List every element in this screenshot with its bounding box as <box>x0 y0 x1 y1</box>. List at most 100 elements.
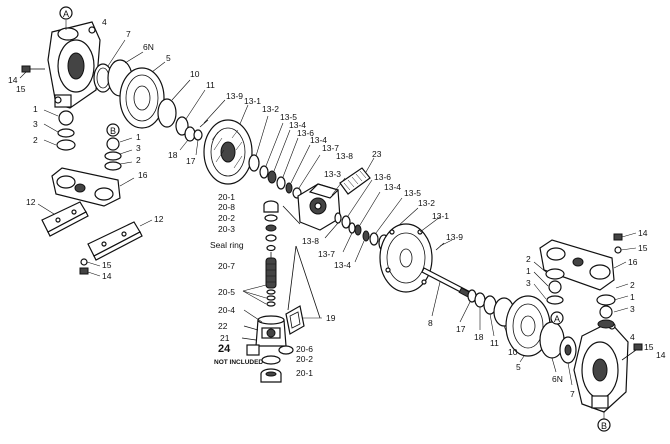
label-18b: 18 <box>474 332 484 342</box>
left-washer-18-17 <box>179 126 203 156</box>
pilot-pin-22-21 <box>241 325 259 341</box>
center-gasket-13-2 <box>248 115 269 172</box>
left-bracket-12b <box>87 219 153 261</box>
left-washer-11 <box>175 89 206 136</box>
center-ring-13-8a <box>324 212 342 239</box>
label-13-6a: 13-6 <box>297 128 314 138</box>
label-13-4b: 13-4 <box>310 135 327 145</box>
label-seal-ring: Seal ring <box>210 240 244 250</box>
pilot-ring-20-8 <box>264 214 278 222</box>
right-outer-ball-stack <box>533 261 565 305</box>
label-17b: 17 <box>456 324 466 334</box>
left-inner-plate-10 <box>157 79 191 128</box>
pilot-connector-lines <box>282 205 321 319</box>
center-ring-13-4a <box>267 129 291 184</box>
label-1c: 1 <box>526 266 531 276</box>
center-ring-13-4d <box>354 230 370 263</box>
label-14a: 14 <box>8 75 18 85</box>
center-ring-13-5 <box>259 122 284 179</box>
right-air-chamber-13-1 <box>379 216 441 293</box>
pilot-ring-20-2b <box>261 355 281 365</box>
pilot-ring-20-6 <box>278 345 294 355</box>
label-13-9b: 13-9 <box>446 232 463 242</box>
label-20-8: 20-8 <box>218 202 235 212</box>
label-2b: 2 <box>136 155 141 165</box>
label-13-2a: 13-2 <box>262 104 279 114</box>
left-manifold-16 <box>51 167 135 207</box>
label-3b: 3 <box>136 143 141 153</box>
pilot-cap-20-1b <box>260 368 282 383</box>
label-not-included: NOT INCLUDED <box>214 359 263 366</box>
right-screw-13-9 <box>435 239 453 251</box>
label-6n-a: 6N <box>143 42 154 52</box>
label-15a: 15 <box>16 84 26 94</box>
label-13-5a: 13-5 <box>280 112 297 122</box>
label-7b: 7 <box>570 389 575 399</box>
label-16b: 16 <box>628 257 638 267</box>
pilot-cap-20-1a <box>263 200 279 213</box>
pilot-ring-20-2a <box>265 224 277 232</box>
right-fluid-chamber <box>573 321 629 413</box>
label-13-7a: 13-7 <box>322 143 339 153</box>
left-bolt-15-14 <box>79 258 101 277</box>
label-3d: 3 <box>630 304 635 314</box>
label-10b: 10 <box>508 347 518 357</box>
label-13-2b: 13-2 <box>418 198 435 208</box>
label-2d: 2 <box>630 280 635 290</box>
label-20-4: 20-4 <box>218 305 235 315</box>
label-15b: 15 <box>102 260 112 270</box>
label-12b: 12 <box>154 214 164 224</box>
label-13-6b: 13-6 <box>374 172 391 182</box>
right-inner-ball-stack <box>596 283 629 329</box>
right-bolt-14-15 <box>613 232 637 254</box>
label-20-7: 20-7 <box>218 261 235 271</box>
label-11a: 11 <box>206 80 215 90</box>
label-5b: 5 <box>516 362 521 372</box>
label-16a: 16 <box>138 170 148 180</box>
left-screw-13-9 <box>199 99 226 128</box>
label-13-8a: 13-8 <box>336 151 353 161</box>
part-labels: 4 7 6N 5 10 11 13-9 13-1 14 15 1 3 2 1 3… <box>8 17 666 399</box>
center-ring-13-7b <box>342 222 356 253</box>
center-ring-13-5b <box>369 197 403 246</box>
muffler-23 <box>339 157 375 195</box>
pilot-ring-20-3 <box>265 234 277 242</box>
right-washer-11 <box>483 295 497 337</box>
label-3a: 3 <box>33 119 38 129</box>
label-15d: 15 <box>638 243 648 253</box>
left-outer-ball-stack <box>43 109 76 151</box>
label-5a: 5 <box>166 53 171 63</box>
left-fluid-chamber <box>47 21 101 109</box>
label-18a: 18 <box>168 150 178 160</box>
right-bolt-14 <box>621 343 643 361</box>
pilot-seal-ring <box>266 244 276 258</box>
circle-b-marker-right: B <box>597 412 611 432</box>
circle-a-marker-right: A <box>550 311 564 325</box>
label-14b: 14 <box>102 271 112 281</box>
left-bolt-14 <box>19 65 45 79</box>
label-13-4a: 13-4 <box>289 120 306 130</box>
label-20-3: 20-3 <box>218 224 235 234</box>
label-4a: 4 <box>102 17 107 27</box>
label-7a: 7 <box>126 29 131 39</box>
label-13-3: 13-3 <box>324 169 341 179</box>
center-block-13-3 <box>297 177 346 231</box>
left-bracket-12a <box>37 201 89 237</box>
right-washer-18 <box>474 292 486 330</box>
left-inner-ball-stack <box>104 137 133 171</box>
center-ring-13-6a <box>276 137 299 190</box>
pilot-part-24 <box>246 344 260 356</box>
label-11b: 11 <box>490 338 499 348</box>
label-13-1a: 13-1 <box>244 96 261 106</box>
label-22: 22 <box>218 321 228 331</box>
label-24: 24 <box>218 343 231 355</box>
label-12a: 12 <box>26 197 36 207</box>
label-13-5b: 13-5 <box>404 188 421 198</box>
label-2a: 2 <box>33 135 38 145</box>
label-20-1b: 20-1 <box>296 368 313 378</box>
pilot-spool-20-7 <box>265 257 277 289</box>
left-air-chamber-13-1 <box>203 104 253 185</box>
svg-text:B: B <box>601 421 607 431</box>
